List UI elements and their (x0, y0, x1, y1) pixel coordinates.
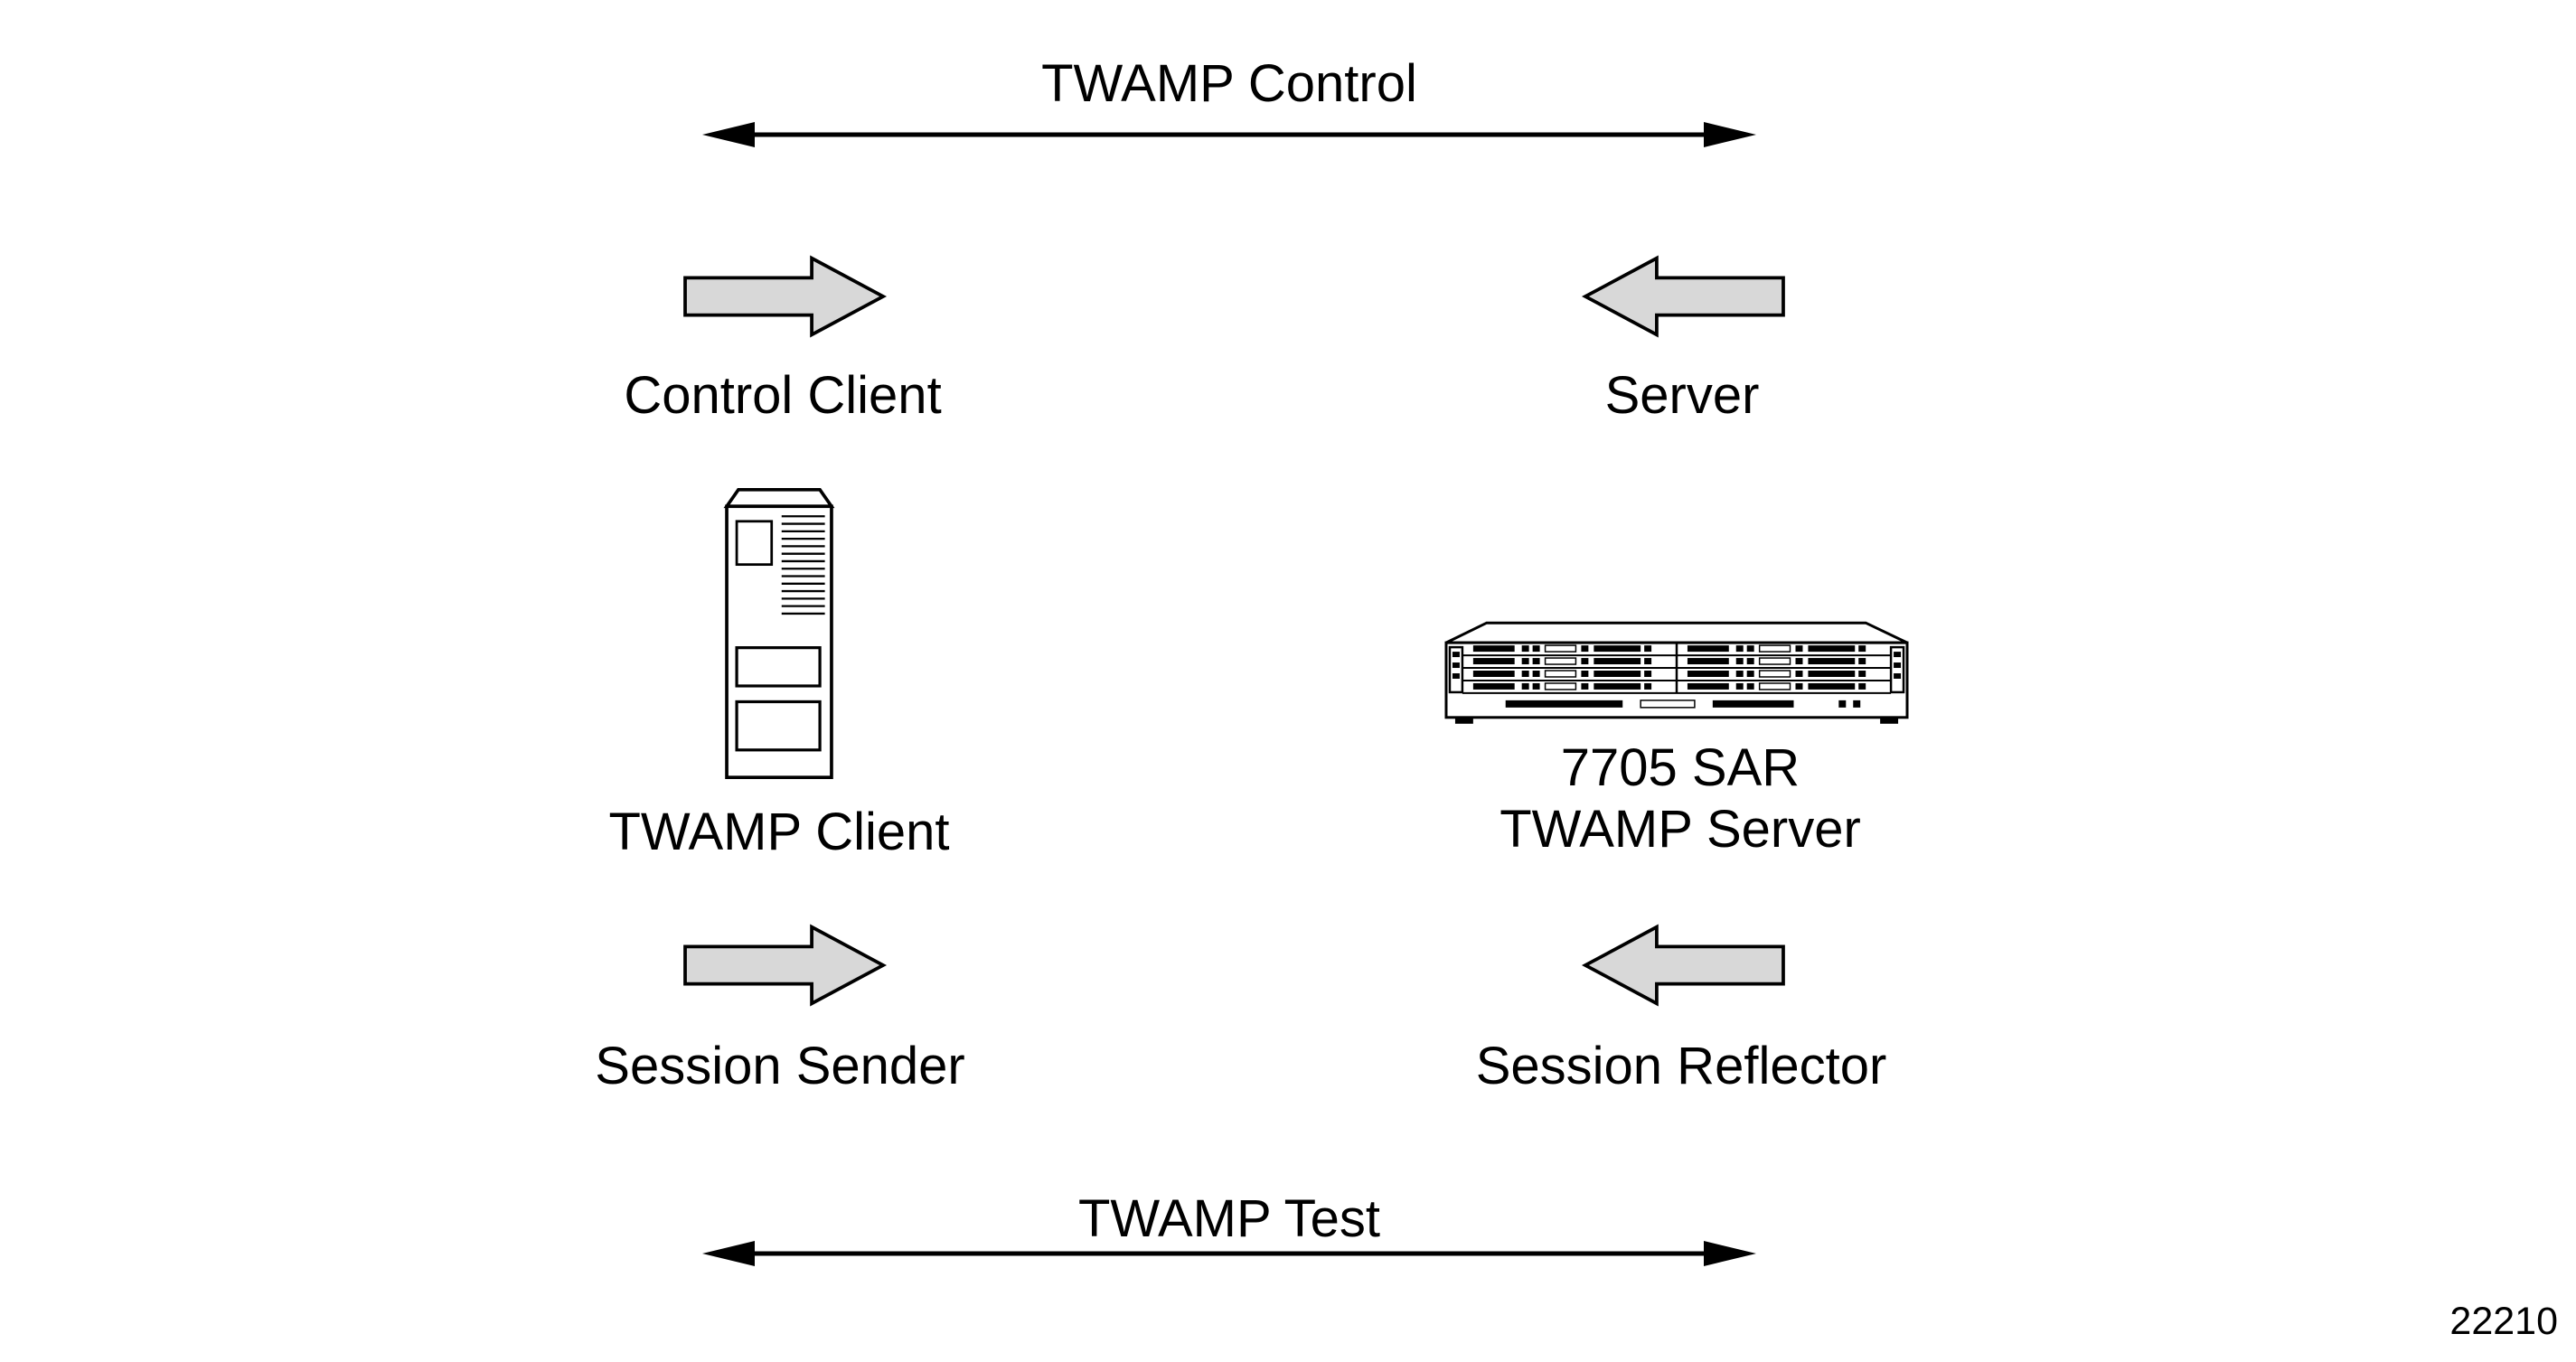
figure-number: 22210 (2449, 1300, 2558, 1343)
tower-server-icon (723, 488, 835, 779)
twamp-test-title: TWAMP Test (1077, 1189, 1381, 1248)
session-reflector-label: Session Reflector (1475, 1037, 1887, 1095)
session-sender-label: Session Sender (595, 1037, 965, 1095)
session-sender-arrow-icon (683, 924, 888, 1007)
twamp-server-label: TWAMP Server (1500, 800, 1861, 859)
session-reflector-arrow-icon (1581, 924, 1785, 1007)
server-label: Server (1604, 366, 1760, 425)
control-client-label: Control Client (624, 366, 942, 425)
server-arrow-icon (1581, 255, 1785, 338)
twamp-test-span-arrow-icon (702, 1241, 1756, 1266)
twamp-client-label: TWAMP Client (608, 803, 950, 861)
twamp-control-span-arrow-icon (702, 122, 1756, 147)
rack-router-icon (1444, 621, 1909, 724)
control-client-arrow-icon (683, 255, 888, 338)
right-device-labels: 7705 SAR TWAMP Server (1500, 737, 1861, 860)
sar-model-label: 7705 SAR (1560, 738, 1800, 797)
twamp-control-title: TWAMP Control (1041, 54, 1417, 113)
